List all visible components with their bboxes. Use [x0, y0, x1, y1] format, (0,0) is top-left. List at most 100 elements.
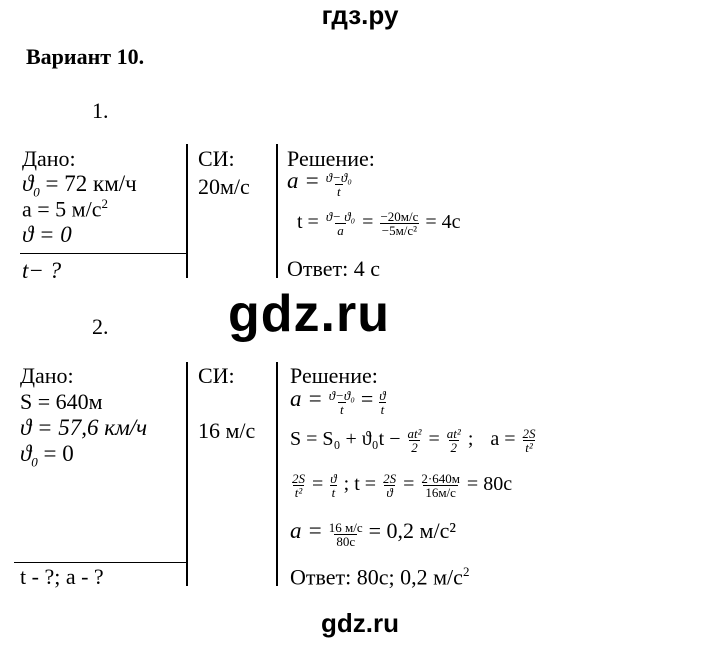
frac-den: t — [335, 183, 343, 199]
task-1-si-value: 20м/с — [198, 174, 250, 199]
page-title: Вариант 10. — [26, 44, 145, 69]
task-2-eq3-equals-2: = — [403, 473, 415, 496]
task-2-eq3-lhs2: t = — [354, 473, 377, 496]
frac-num: 2S — [522, 426, 536, 441]
task-1-given-header: Дано: — [22, 146, 76, 171]
task-1-given-v0: ϑ0 = 72 км/ч — [22, 171, 137, 201]
task-2-divider-1 — [186, 362, 188, 586]
task-1-a-sup: 2 — [101, 196, 108, 211]
task-1-eq1-lhs: a = — [287, 168, 320, 193]
task-1-divider-2 — [276, 144, 278, 278]
frac-den: a — [335, 223, 346, 238]
task-2-answer-sup: 2 — [462, 564, 470, 579]
frac-den: ϑ — [384, 485, 395, 500]
task-1-v0-sub: 0 — [33, 184, 40, 200]
frac-num: ϑ — [379, 387, 386, 403]
task-1-answer: Ответ: 4 с — [287, 256, 381, 281]
task-2-given-underline — [14, 562, 187, 563]
task-2-v0-sub: 0 — [31, 454, 38, 470]
task-2-v0-value: = 0 — [43, 441, 74, 466]
task-1-si-header: СИ: — [198, 146, 235, 171]
task-1-eq2-lhs: t = — [297, 211, 319, 234]
frac-num: 2S — [383, 471, 397, 486]
task-2-answer: Ответ: 80с; 0,2 м/с2 — [290, 564, 469, 590]
watermark-middle: gdz.ru — [228, 285, 390, 343]
task-2-divider-2 — [276, 362, 278, 586]
task-1-solution-header: Решение: — [287, 146, 375, 171]
frac-den: t — [329, 485, 338, 500]
frac-num: −20м/с — [380, 209, 419, 224]
watermark-top: гдз.ру — [321, 0, 399, 30]
frac-num: at² — [407, 426, 422, 441]
task-2-given-v0: ϑ0 = 0 — [20, 441, 74, 471]
task-1-a-value: a = 5 м/с — [22, 196, 102, 222]
task-1-eq2-frac2: −20м/с−5м/с² — [378, 210, 420, 237]
frac-den: t² — [523, 440, 535, 455]
task-2-eq2-separator: ; — [467, 428, 474, 451]
task-2-number: 2. — [92, 314, 109, 339]
frac-num: ϑ — [330, 471, 337, 486]
task-2-eq1-equals: = — [360, 386, 374, 411]
frac-num: at² — [446, 426, 461, 441]
task-1-given-underline — [20, 253, 187, 254]
task-2-eq3-separator: ; — [343, 473, 350, 496]
frac-num: 2S — [292, 471, 305, 486]
watermark-bottom: gdz.ru — [321, 608, 399, 638]
task-2-v0-symbol: ϑ — [20, 441, 32, 466]
task-1-given-v: ϑ = 0 — [22, 222, 72, 247]
task-1-given-a: a = 5 м/с2 — [22, 196, 108, 222]
task-2-eq4-lhs: a = — [290, 518, 323, 543]
task-2-si-value: 16 м/с — [198, 418, 256, 443]
task-1-find: t− ? — [22, 258, 62, 283]
frac-den: 80с — [334, 533, 358, 549]
task-2-eq3-equals: = — [312, 473, 324, 496]
task-1-divider-1 — [186, 144, 188, 278]
frac-den: 2 — [448, 440, 460, 455]
task-2-eq4-result: = 0,2 м/с² — [368, 518, 456, 543]
task-1-eq2-equals: = — [362, 211, 374, 234]
frac-den: −5м/с² — [379, 223, 420, 238]
task-1-number: 1. — [92, 98, 109, 123]
task-2-eq1-lhs: a = — [290, 386, 323, 411]
task-1-v0-value: = 72 км/ч — [45, 171, 137, 196]
task-1-eq2-result: = 4с — [425, 211, 461, 234]
task-2-given-header: Дано: — [20, 363, 74, 388]
task-2-answer-text: Ответ: 80с; 0,2 м/с — [290, 564, 463, 590]
task-2-eq2-lhs2: a = — [490, 428, 516, 451]
frac-den: t — [378, 401, 387, 417]
frac-num: ϑ− ϑ₀ — [325, 209, 356, 224]
task-2-given-s: S = 640м — [20, 389, 103, 414]
frac-num: 2·640м — [421, 471, 460, 486]
frac-num: ϑ−ϑ₀ — [328, 387, 355, 403]
frac-num: 16 м/с — [328, 519, 363, 535]
task-2-solution-header: Решение: — [290, 363, 378, 388]
task-2-find: t - ?; a - ? — [20, 564, 104, 589]
task-2-eq2-equals: = — [428, 428, 440, 451]
task-1-v0-symbol: ϑ — [22, 171, 34, 196]
frac-den: t² — [292, 485, 305, 500]
task-2-given-v: ϑ = 57,6 км/ч — [20, 415, 148, 440]
frac-num: ϑ−ϑ₀ — [325, 169, 352, 185]
task-2-si-header: СИ: — [198, 363, 235, 388]
frac-den: 16м/с — [423, 485, 458, 500]
task-2-eq2-lhs: S = S₀ + ϑ₀t − — [290, 428, 401, 451]
frac-den: 2 — [409, 440, 420, 455]
